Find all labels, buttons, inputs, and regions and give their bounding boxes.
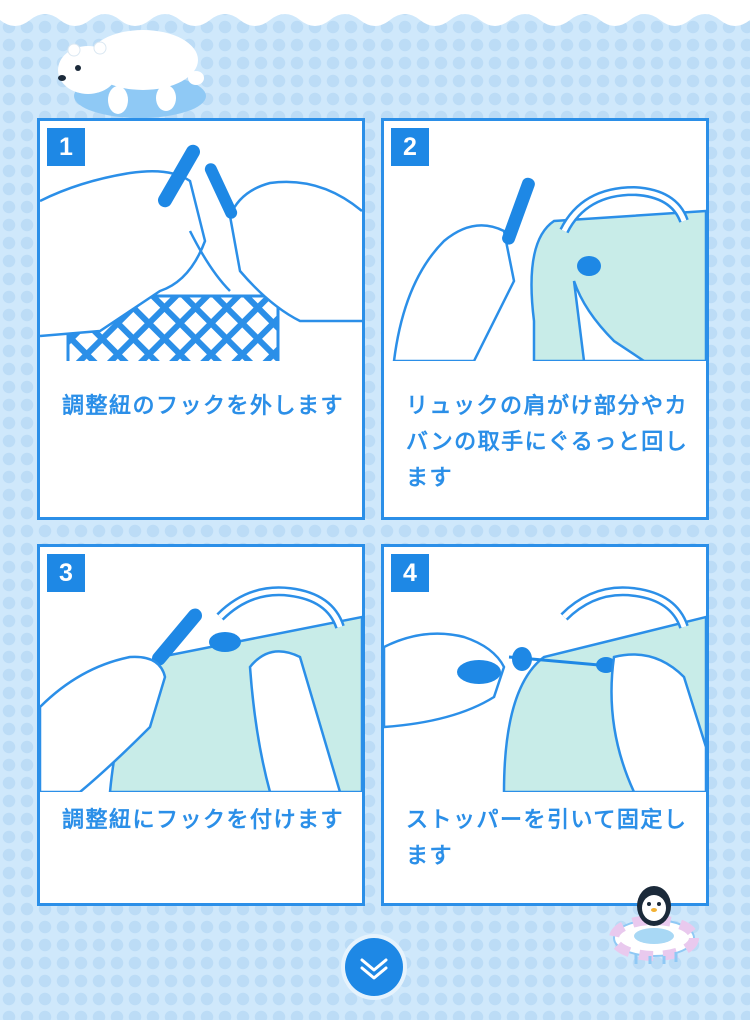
top-wave-decoration <box>0 0 750 26</box>
step-card-3: 3 調整紐にフックを付けます <box>37 544 365 906</box>
scroll-down-button[interactable] <box>345 938 403 996</box>
step-description: ストッパーを引いて固定します <box>406 808 688 869</box>
step-number-badge: 3 <box>47 554 85 592</box>
penguin-float-ring-icon <box>609 886 699 964</box>
step-description: 調整紐のフックを外します <box>62 394 345 419</box>
step-number-badge: 4 <box>391 554 429 592</box>
step-description: リュックの肩がけ部分やカバンの取手にぐるっと回します <box>406 394 689 491</box>
step-number-badge: 2 <box>391 128 429 166</box>
step-card-2: 2 リュックの肩がけ部分やカバンの取手にぐるっと回します <box>381 118 709 520</box>
step-number-badge: 1 <box>47 128 85 166</box>
step-1-illustration <box>40 144 362 361</box>
polar-bear-icon <box>58 30 206 118</box>
step-4-illustration <box>384 586 706 792</box>
step-description: 調整紐にフックを付けます <box>62 808 345 833</box>
step-2-illustration <box>392 177 706 361</box>
step-card-4: 4 ストッパーを引いて固定します <box>381 544 709 906</box>
step-card-1: 1 調整紐のフックを外します <box>37 118 365 520</box>
step-3-illustration <box>40 586 362 792</box>
chevron-down-icon <box>360 958 388 980</box>
